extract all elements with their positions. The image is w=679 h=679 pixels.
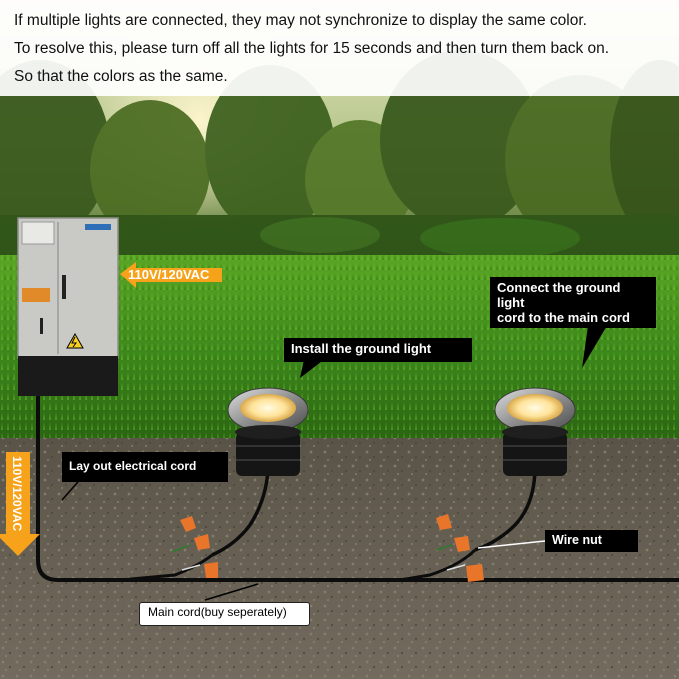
main-cord <box>36 396 679 582</box>
notice-line-3: So that the colors as the same. <box>14 68 228 85</box>
ground-light-icon <box>474 387 576 552</box>
notice-line-2: To resolve this, please turn off all the… <box>14 40 610 57</box>
wire-nut-icon <box>399 514 484 582</box>
callout-connect-cord: Connect the ground light cord to the mai… <box>490 277 656 328</box>
voltage-label-horizontal: 110V/120VAC <box>128 267 210 282</box>
callout-lay-out-cord: Lay out electrical cord <box>62 452 228 482</box>
callout-connect-line-2: cord to the main cord <box>497 310 630 325</box>
callout-wire-nut: Wire nut <box>545 530 638 552</box>
callout-install-light: Install the ground light <box>284 338 472 362</box>
electrical-cabinet <box>17 217 119 396</box>
callout-main-cord: Main cord(buy seperately) <box>139 602 310 626</box>
voltage-arrow-horizontal <box>120 262 222 288</box>
ground-light-icon <box>211 387 309 557</box>
notice-panel: If multiple lights are connected, they m… <box>0 0 679 96</box>
voltage-arrow-vertical <box>0 452 40 556</box>
tree-line <box>0 50 679 260</box>
wire-nut-icon <box>119 516 218 582</box>
callout-connect-line-1: Connect the ground light <box>497 280 621 310</box>
voltage-label-vertical: 110V/120VAC <box>10 456 24 532</box>
notice-line-1: If multiple lights are connected, they m… <box>14 12 587 29</box>
electric-hazard-icon <box>66 332 84 349</box>
